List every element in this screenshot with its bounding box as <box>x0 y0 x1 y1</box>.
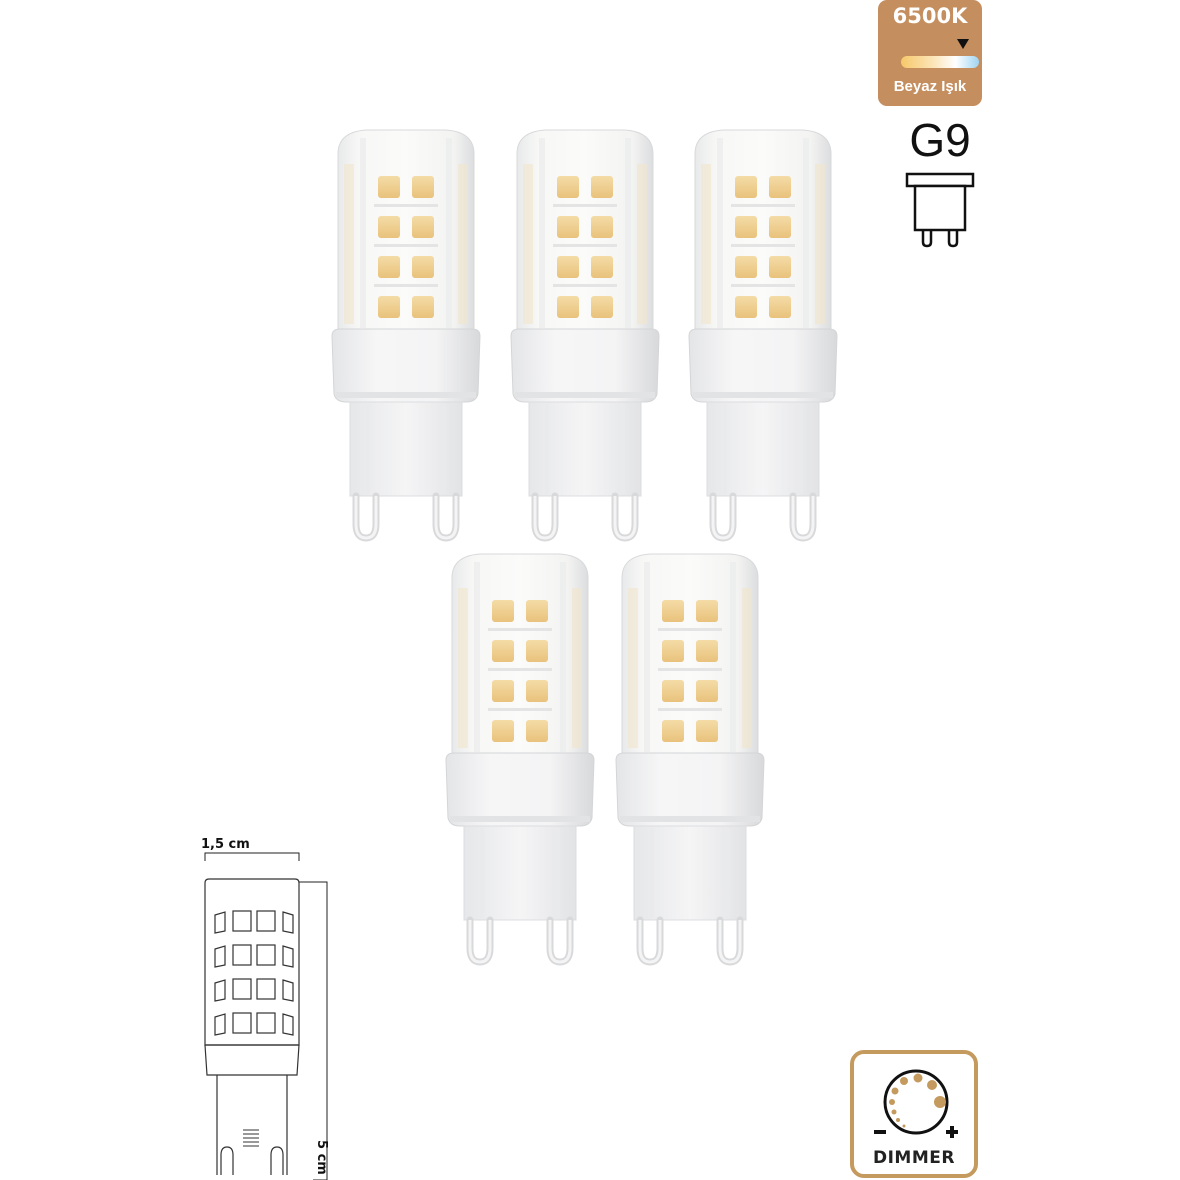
g9-socket-icon <box>905 172 975 248</box>
bulb-outline-icon <box>204 852 328 1180</box>
bulb-icon <box>440 548 600 968</box>
color-temperature-value: 6500K <box>892 4 968 28</box>
bulb-icon <box>326 124 486 544</box>
color-temperature-badge: 6500K Beyaz Işık <box>878 0 982 106</box>
dimmer-knob-icon <box>874 1069 958 1138</box>
temperature-pointer-icon <box>957 39 969 49</box>
led-bulb-3 <box>683 124 843 544</box>
led-bulb-4 <box>440 548 600 968</box>
led-bulb-1 <box>326 124 486 544</box>
bulb-icon <box>505 124 665 544</box>
height-dimension-label: 5 cm <box>314 1140 329 1175</box>
led-bulb-5 <box>610 548 770 968</box>
bulb-icon <box>683 124 843 544</box>
dimmer-badge: DIMMER <box>850 1050 978 1178</box>
color-temperature-scale-icon <box>901 56 979 68</box>
socket-type-badge: G9 <box>895 112 985 252</box>
socket-type-label: G9 <box>909 114 971 166</box>
led-bulb-2 <box>505 124 665 544</box>
bulb-icon <box>610 548 770 968</box>
minus-icon <box>874 1130 886 1134</box>
color-temperature-label: Beyaz Işık <box>893 78 967 95</box>
dimmer-label: DIMMER <box>873 1148 955 1168</box>
dimension-diagram: 1,5 cm 5 cm <box>195 835 355 1180</box>
width-dimension-label: 1,5 cm <box>201 837 250 852</box>
